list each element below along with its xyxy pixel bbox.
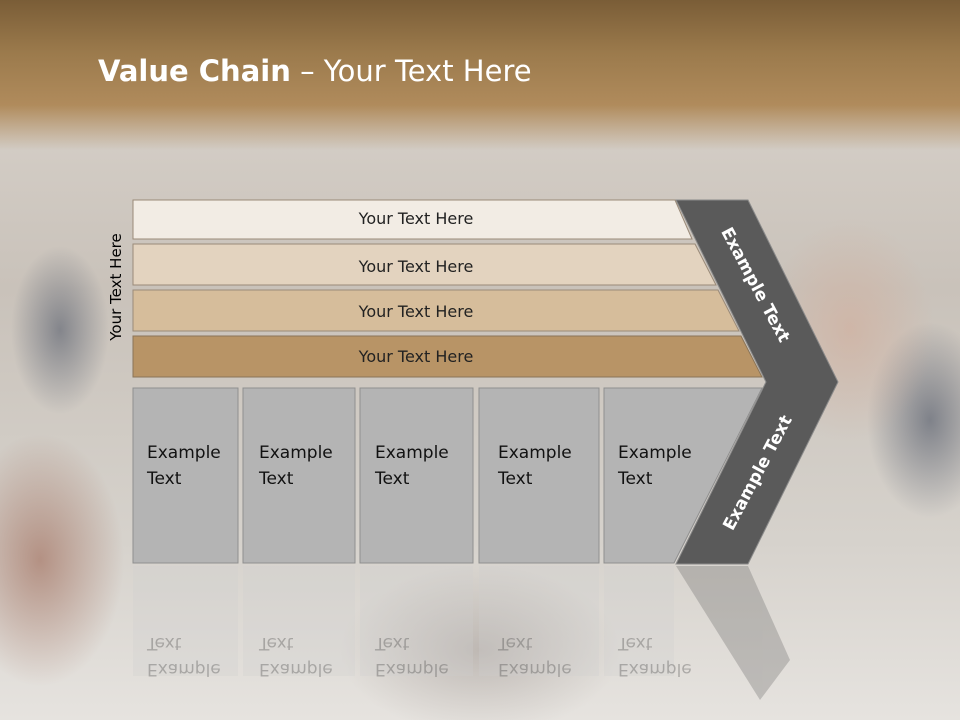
reflect-cell-3 [360, 566, 473, 676]
row-label-3: Your Text Here [358, 302, 474, 321]
row-label-4: Your Text Here [358, 347, 474, 366]
column-label-4: Example Text [498, 443, 572, 489]
column-label-1-reflection: Example Text [147, 633, 221, 679]
row-label-1: Your Text Here [358, 209, 474, 228]
column-label-1: Example Text [147, 443, 221, 489]
reflect-arrow [676, 566, 790, 700]
title-band [0, 0, 960, 150]
column-label-2: Example Text [259, 443, 333, 489]
title-rest: – Your Text Here [290, 54, 532, 88]
reflect-cell-1 [133, 566, 238, 676]
column-label-3-reflection: Example Text [375, 633, 449, 679]
column-cell-4 [478, 387, 600, 564]
row-bar-4 [132, 335, 763, 378]
title-bold: Value Chain [98, 54, 291, 88]
column-label-5: Example Text [618, 443, 692, 489]
row-bar-1 [132, 199, 693, 240]
row-bar-3 [132, 289, 740, 332]
column-label-5-reflection: Example Text [618, 633, 692, 679]
row-label-2: Your Text Here [358, 257, 474, 276]
reflect-cell-4 [479, 566, 599, 676]
arrow-chevron [675, 199, 839, 565]
diagram-reflection [133, 566, 790, 700]
column-cell-3 [359, 387, 474, 564]
page-title: Value Chain – Your Text Here [98, 54, 532, 88]
column-cell-5 [603, 387, 763, 564]
column-cell-2 [242, 387, 356, 564]
row-bar-2 [132, 243, 717, 286]
column-label-4-reflection: Example Text [498, 633, 572, 679]
column-cell-1 [132, 387, 239, 564]
reflect-cell-2 [243, 566, 355, 676]
reflect-cell-5 [604, 566, 674, 676]
column-label-3: Example Text [375, 443, 449, 489]
column-label-2-reflection: Example Text [259, 633, 333, 679]
